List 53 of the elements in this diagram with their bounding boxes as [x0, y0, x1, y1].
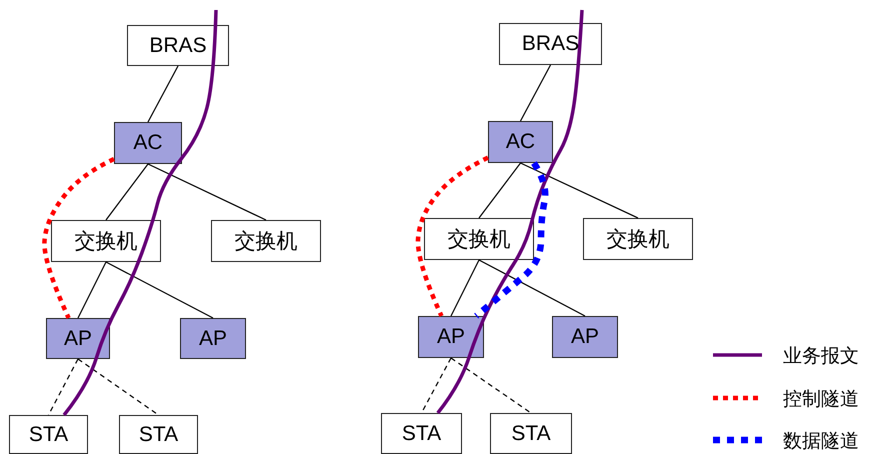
node-label: STA [511, 422, 551, 446]
node-label: AP [64, 326, 92, 350]
node-label: 交换机 [234, 229, 298, 255]
link-line [106, 164, 148, 220]
device-box [180, 318, 246, 359]
network-box [119, 415, 198, 454]
link-line [478, 162, 521, 218]
link-line [450, 358, 532, 414]
link-line [48, 358, 79, 416]
legend-label: 控制隧道 [783, 388, 859, 412]
link-line [520, 162, 638, 219]
tunnel-path [474, 161, 548, 318]
node-label: 交换机 [74, 229, 138, 255]
network-box [583, 218, 693, 260]
link-line [77, 262, 107, 318]
tunnel-path [436, 10, 584, 414]
tunnel-path [416, 156, 489, 317]
legend-label: 业务报文 [783, 345, 859, 369]
link-line [78, 358, 159, 416]
legend-label: 数据隧道 [783, 430, 859, 454]
node-label: BRAS [522, 32, 580, 56]
tunnel-path [42, 156, 115, 319]
device-box [46, 318, 110, 359]
node-label: AC [506, 130, 536, 154]
node-label: STA [402, 422, 442, 446]
tunnel-path [62, 10, 218, 416]
node-label: AP [198, 326, 227, 350]
node-label: 交换机 [448, 227, 510, 253]
link-line [520, 64, 552, 122]
node-label: AP [570, 325, 599, 349]
network-box [381, 413, 462, 454]
node-label: STA [138, 422, 178, 446]
network-box [211, 220, 321, 262]
link-line [478, 259, 586, 317]
link-line [450, 260, 480, 316]
node-label: AP [436, 325, 465, 349]
link-line [147, 66, 179, 122]
link-line [106, 261, 214, 319]
network-box [9, 415, 88, 454]
network-box [424, 218, 534, 260]
device-box [488, 121, 553, 163]
network-box [51, 220, 161, 262]
network-box [499, 23, 602, 65]
network-box [490, 413, 572, 454]
node-label: BRAS [149, 34, 207, 58]
device-box [552, 316, 618, 358]
node-label: STA [28, 422, 68, 446]
link-line [148, 163, 266, 221]
node-label: AC [133, 131, 163, 155]
device-box [418, 316, 484, 358]
node-label: 交换机 [606, 227, 670, 253]
device-box [114, 122, 182, 164]
network-box [127, 25, 229, 66]
